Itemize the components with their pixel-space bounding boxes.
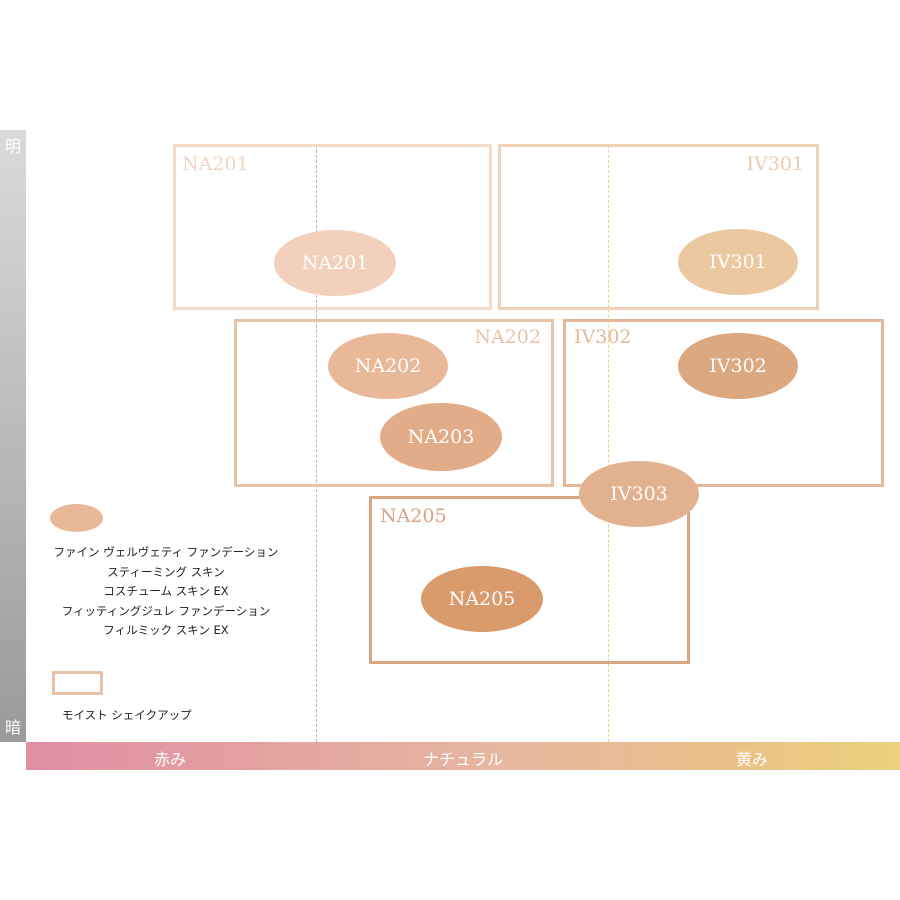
axis-label-bright: 明 [4, 137, 21, 156]
shade-ellipse-iv301: IV301 [678, 229, 798, 295]
box-label: IV302 [574, 326, 632, 348]
legend-ellipse-products: ファイン ヴェルヴェティ ファンデーション スティーミング スキン コスチューム… [50, 543, 282, 641]
axis-label-red: 赤み [153, 750, 187, 769]
axis-label-natural: ナチュラル [422, 750, 504, 769]
legend-product: ファイン ヴェルヴェティ ファンデーション [53, 545, 279, 559]
shade-ellipse-na203: NA203 [380, 403, 502, 471]
legend-product: フィッティングジュレ ファンデーション [61, 603, 271, 618]
shade-box-iv302: IV302 [563, 319, 884, 487]
box-label: NA202 [474, 326, 541, 348]
axis-label-dark: 暗 [4, 718, 21, 737]
legend-product: フィルミック スキン EX [103, 623, 229, 637]
shade-ellipse-iv302: IV302 [678, 333, 798, 399]
legend-product: スティーミング スキン [107, 564, 225, 579]
legend-box-product: モイスト シェイクアップ [62, 708, 192, 722]
hue-axis-bar [26, 742, 900, 770]
axis-label-yellow: 黄み [735, 750, 769, 769]
legend-ellipse-swatch [50, 504, 103, 532]
shade-box-iv301: IV301 [498, 144, 819, 310]
guide-line-yellow [608, 145, 609, 742]
shade-ellipse-na202: NA202 [328, 333, 448, 399]
shade-box-na202: NA202 [234, 319, 554, 487]
shade-box-na205: NA205 [369, 496, 690, 664]
box-label: IV301 [746, 153, 805, 175]
shade-box-na201: NA201 [173, 144, 492, 310]
shade-ellipse-iv303: IV303 [579, 461, 699, 527]
box-label: NA205 [380, 505, 447, 527]
guide-line-red [316, 145, 317, 742]
shade-ellipse-na205: NA205 [421, 566, 543, 632]
shade-ellipse-na201: NA201 [274, 230, 396, 296]
box-label: NA201 [182, 153, 249, 175]
legend-product: コスチューム スキン EX [103, 584, 229, 598]
brightness-axis-bar [0, 130, 26, 742]
legend-box-swatch [52, 671, 103, 695]
